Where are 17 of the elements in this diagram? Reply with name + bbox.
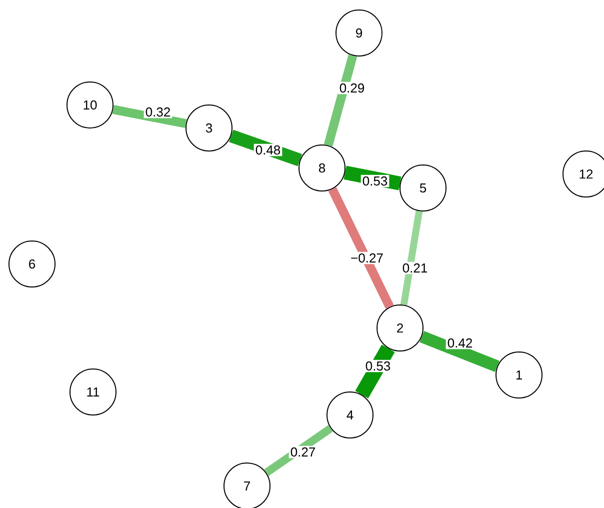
edge-line — [229, 130, 302, 166]
edge-label: 0.29 — [338, 82, 366, 94]
edge-line — [264, 425, 333, 476]
edge-line — [355, 344, 395, 398]
edge-label: −0.27 — [349, 252, 385, 264]
edge-label: 0.27 — [288, 446, 318, 458]
edge-line — [420, 331, 500, 372]
edge-line — [112, 105, 187, 128]
edge-label: 0.21 — [400, 262, 430, 274]
edge-line — [328, 187, 394, 309]
edge-label: 0.32 — [144, 106, 172, 118]
edge-label: 0.42 — [446, 336, 474, 350]
edge-line — [400, 210, 423, 306]
edge-line — [344, 166, 402, 190]
edge-line — [324, 54, 358, 147]
edge-label: 0.48 — [254, 144, 282, 156]
edge-label: 0.53 — [364, 360, 392, 372]
